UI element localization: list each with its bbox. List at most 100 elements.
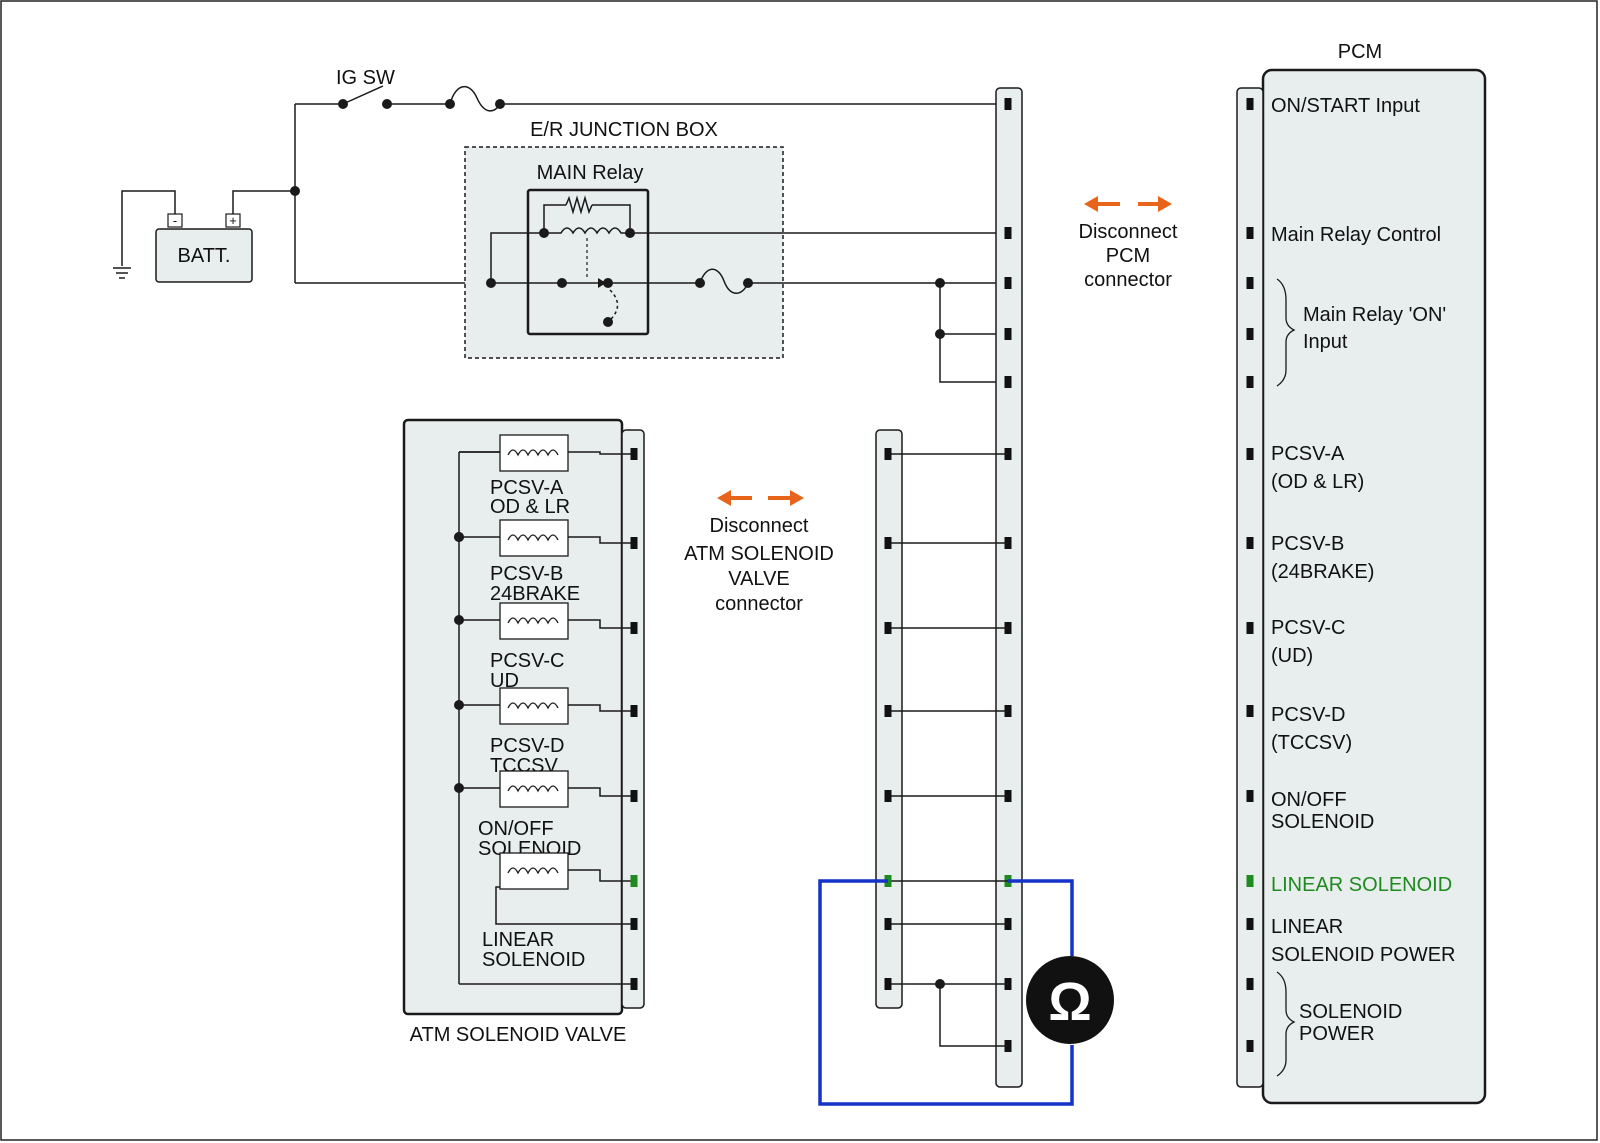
atm-coil-pcsv-d: [499, 687, 569, 725]
ohm-symbol: Ω: [1048, 972, 1091, 1032]
junction-dot: [454, 532, 464, 542]
pcm-pin-label-pcsv-c-line-1: PCSV-C: [1271, 617, 1345, 639]
disconnect-pcm-line-2: PCM: [1106, 245, 1150, 267]
disconnect-atm-line-2: ATM SOLENOID: [684, 543, 834, 565]
atm-label-pcsv-c-line-2: UD: [490, 670, 519, 692]
junction-box: E/R JUNCTION BOX MAIN Relay: [464, 119, 1008, 383]
ig-switch-lever: [342, 85, 384, 105]
atm-coil-pcsv-a: [499, 434, 569, 472]
atm-linear-power-wire: [495, 886, 634, 925]
pcm-pin-linear-solenoid: [1246, 875, 1254, 887]
disconnect-pcm-arrow-icon: [1084, 196, 1172, 212]
battery-minus-sign: -: [173, 213, 177, 228]
atm-label-on-off-solenoid-line-1: ON/OFF: [478, 818, 554, 840]
atm-connector: [621, 429, 645, 1009]
atm-pin-pcsv-d: [630, 705, 638, 717]
junction-dot: [290, 186, 300, 196]
atm-label-pcsv-a-line-1: PCSV-A: [490, 477, 564, 499]
atm-coil-winding-on-off-solenoid: [507, 785, 559, 793]
junction-box-outline: [464, 146, 784, 359]
fuse-symbol: [449, 86, 501, 112]
atm-label-pcsv-b-line-1: PCSV-B: [490, 563, 563, 585]
disconnect-pcm-line-1: Disconnect: [1079, 221, 1178, 243]
pcm-pin-label-on-off-solenoid-line-2: SOLENOID: [1271, 811, 1374, 833]
disconnect-pcm-line-3: connector: [1084, 269, 1172, 291]
pcm-pin-label-pcsv-b-line-2: (24BRAKE): [1271, 561, 1374, 583]
atm-coil-pcsv-c: [499, 602, 569, 640]
disconnect-atm-line-1: Disconnect: [710, 515, 809, 537]
harness-pcm-side-pin-5: [1004, 376, 1012, 388]
atm-label-pcsv-c-line-1: PCSV-C: [490, 650, 564, 672]
atm-pin-on-off-solenoid: [630, 790, 638, 802]
pcm-pin-main-relay-control: [1246, 227, 1254, 239]
battery-circuit: BATT. - + IG SW: [113, 67, 1008, 284]
disconnect-pcm-note: Disconnect PCM connector: [1079, 196, 1178, 291]
harness-atm-side-pin-5: [884, 790, 892, 802]
pcm-harness-connector: [995, 87, 1023, 1088]
atm-pin-linear-solenoid-power: [630, 918, 638, 930]
atm-coil-on-off-solenoid: [499, 770, 569, 808]
atm-label-linear-solenoid-line-1: LINEAR: [482, 929, 554, 951]
pcm-pin-label-linear-solenoid-power-line-1: LINEAR: [1271, 916, 1343, 938]
harness-atm-side-pin-4: [884, 705, 892, 717]
pcm-module: PCM: [1236, 41, 1487, 1105]
pcm-pin-linear-solenoid-power: [1246, 918, 1254, 930]
atm-label-pcsv-b-line-2: 24BRAKE: [490, 583, 580, 605]
atm-harness-connector: [875, 429, 903, 1009]
harness-wires: [884, 98, 1012, 1052]
atm-pin-solenoid-power: [630, 978, 638, 990]
pcm-pin-label-pcsv-a-line-2: (OD & LR): [1271, 471, 1364, 493]
atm-coil-winding-pcsv-c: [507, 617, 559, 625]
atm-solenoid-coils: PCSV-AOD & LRPCSV-B24BRAKEPCSV-CUDPCSV-D…: [454, 434, 638, 990]
battery-label: BATT.: [178, 245, 231, 267]
atm-pin-pcsv-a: [630, 448, 638, 460]
pcm-pin-label-main-relay-on-input-line-2: Input: [1303, 331, 1348, 353]
atm-pin-linear-solenoid: [630, 875, 638, 887]
junction-dot: [454, 700, 464, 710]
ohmmeter-icon: [1026, 956, 1114, 1044]
atm-label-pcsv-a-line-2: OD & LR: [490, 496, 570, 518]
pcm-pin-label-pcsv-d-line-2: (TCCSV): [1271, 732, 1352, 754]
pcm-pin-label-solenoid-power-line-1: SOLENOID: [1299, 1001, 1402, 1023]
junction-dot: [454, 783, 464, 793]
pcm-pin-on-off-solenoid: [1246, 790, 1254, 802]
pcm-pin-main-relay-on-input: [1246, 277, 1254, 289]
atm-coil-winding-pcsv-d: [507, 702, 559, 710]
atm-coil-winding-linear-solenoid: [507, 867, 559, 875]
harness-atm-side-pin-8: [884, 978, 892, 990]
pcm-title: PCM: [1338, 41, 1382, 63]
disconnect-atm-note: Disconnect ATM SOLENOID VALVE connector: [684, 490, 834, 615]
pcm-pin-label-main-relay-on-input-line-1: Main Relay 'ON': [1303, 304, 1446, 326]
atm-pin-pcsv-b: [630, 537, 638, 549]
disconnect-atm-arrow-icon: [717, 490, 804, 506]
pcm-pin-on-start-input: [1246, 98, 1254, 110]
relay-fuse: [699, 268, 749, 294]
atm-coil-linear-solenoid: [499, 852, 569, 890]
pcm-pin-pcsv-a: [1246, 448, 1254, 460]
pcm-pin-solenoid-power-2: [1246, 1040, 1254, 1052]
harness-atm-side-pin-3: [884, 622, 892, 634]
pcm-pin-label-on-start-input-line-1: ON/START Input: [1271, 95, 1420, 117]
harness-atm-side-pin-7: [884, 918, 892, 930]
atm-wire-pcsv-b: [568, 536, 634, 544]
atm-wire-pcsv-a: [568, 451, 634, 455]
relay-resistor: [565, 195, 593, 215]
atm-coil-winding-pcsv-a: [507, 449, 559, 457]
disconnect-atm-line-4: connector: [715, 593, 803, 615]
harness-atm-side-pin-2: [884, 537, 892, 549]
atm-title: ATM SOLENOID VALVE: [410, 1024, 627, 1046]
junction-dot: [454, 615, 464, 625]
relay-coil: [544, 227, 630, 235]
pcm-pin-label-pcsv-b-line-1: PCSV-B: [1271, 533, 1344, 555]
harness-pcm-side-pin-3: [1004, 277, 1012, 289]
battery-positive-wire: [232, 190, 295, 214]
atm-coil-pcsv-b: [499, 519, 569, 557]
ground-wire: [121, 190, 176, 266]
pcm-pin-label-on-off-solenoid-line-1: ON/OFF: [1271, 789, 1347, 811]
atm-label-linear-solenoid-line-2: SOLENOID: [482, 949, 585, 971]
pcm-pin-label-linear-solenoid-power-line-2: SOLENOID POWER: [1271, 944, 1455, 966]
junction-dot: [935, 979, 945, 989]
pcm-pins: [1246, 98, 1254, 1052]
ohmmeter: Ω: [818, 879, 1114, 1106]
pcm-pin-pcsv-c: [1246, 622, 1254, 634]
